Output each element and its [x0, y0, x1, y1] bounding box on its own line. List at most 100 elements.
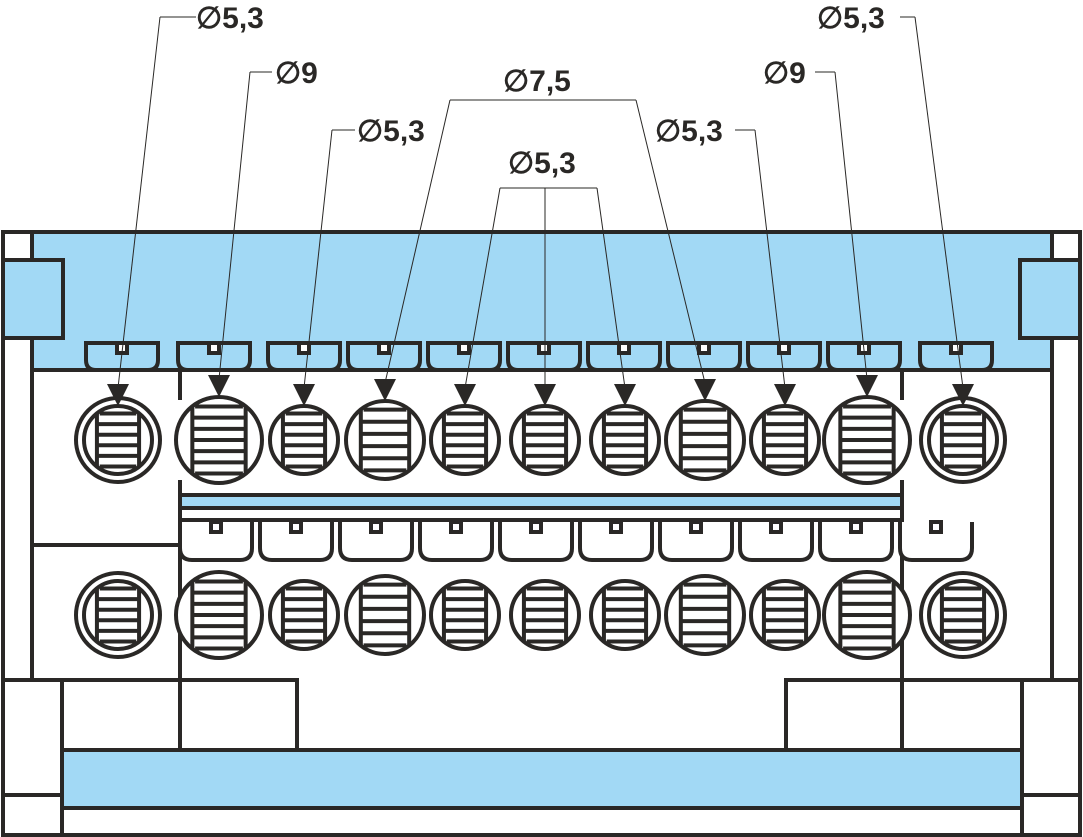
clamp-tab	[426, 341, 502, 372]
clamp-tab	[666, 341, 742, 372]
screw-slot	[949, 341, 963, 355]
arrowhead-icon	[694, 379, 716, 401]
label-diameter: ∅7,5	[503, 65, 571, 98]
leader-line	[303, 129, 333, 389]
clamp-tab	[826, 341, 902, 372]
leader-line	[635, 99, 706, 384]
clamp-tab	[338, 522, 414, 562]
terminal-hole	[927, 404, 999, 476]
arrowhead-icon	[107, 384, 129, 406]
arrowhead-icon	[374, 379, 396, 401]
clamp-tab	[346, 341, 422, 372]
screw-slot	[537, 341, 551, 355]
bottom-blue-rail	[60, 748, 1024, 810]
terminals	[74, 341, 1007, 660]
arrowhead-icon	[534, 384, 556, 406]
leader-lines	[107, 16, 974, 406]
dimension-labels: ∅5,3 ∅9 ∅5,3 ∅7,5 ∅5,3 ∅5,3 ∅9 ∅5,3	[196, 2, 885, 180]
terminal-hole	[82, 404, 154, 476]
leader-line	[596, 187, 626, 389]
left-top-bracket	[1, 258, 65, 340]
clamp-tab	[498, 522, 574, 562]
label-diameter: ∅5,3	[655, 115, 723, 148]
leader-line	[914, 16, 964, 389]
right-top-bracket	[1018, 258, 1082, 340]
clamp-tab	[418, 522, 494, 562]
screw-slot	[449, 520, 463, 534]
label-diameter: ∅9	[275, 57, 318, 90]
terminal-hole	[268, 579, 340, 651]
left-foot	[178, 678, 299, 752]
leader-line	[218, 71, 251, 380]
terminal-hole	[509, 579, 581, 651]
terminal-hole	[344, 399, 426, 481]
terminal-hole	[589, 579, 661, 651]
clamp-tab	[266, 341, 342, 372]
label-diameter: ∅5,3	[196, 2, 264, 35]
screw-slot	[377, 341, 391, 355]
arrowhead-icon	[774, 384, 796, 406]
terminal-wire-guide	[678, 409, 732, 471]
leader-line	[384, 99, 451, 384]
terminal-hole	[429, 404, 501, 476]
clamp-tab	[578, 522, 654, 562]
arrowhead-icon	[952, 384, 974, 406]
terminal-wire-guide	[358, 584, 412, 646]
screw-slot	[849, 520, 863, 534]
screw-slot	[617, 341, 631, 355]
screw-slot	[697, 341, 711, 355]
leader-line	[754, 129, 786, 389]
terminal-hole	[664, 399, 746, 481]
leader-line	[834, 71, 868, 380]
screw-slot	[457, 341, 471, 355]
terminal-hole	[429, 579, 501, 651]
terminal-hole	[664, 574, 746, 656]
clamp-tab	[176, 341, 252, 372]
label-diameter: ∅9	[763, 57, 806, 90]
screw-slot	[369, 520, 383, 534]
clamp-tab	[738, 522, 814, 562]
clamp-tab	[258, 522, 334, 562]
terminal-hole	[749, 579, 821, 651]
arrowhead-icon	[614, 384, 636, 406]
terminal-hole	[509, 404, 581, 476]
label-diameter: ∅5,3	[508, 147, 576, 180]
screw-slot	[289, 520, 303, 534]
label-diameter: ∅5,3	[817, 2, 885, 35]
clamp-tab	[506, 341, 582, 372]
screw-slot	[689, 520, 703, 534]
clamp-tab	[918, 341, 994, 372]
terminal-wire-guide	[678, 584, 732, 646]
arrowhead-icon	[454, 384, 476, 406]
clamp-tab	[746, 341, 822, 372]
screw-slot	[929, 520, 943, 534]
screw-slot	[209, 520, 223, 534]
arrowhead-icon	[293, 384, 315, 406]
screw-slot	[297, 341, 311, 355]
clamp-tab	[178, 522, 254, 562]
terminal-hole	[268, 404, 340, 476]
middle-blue-strip	[178, 493, 904, 510]
screw-slot	[769, 520, 783, 534]
arrowhead-icon	[208, 375, 230, 397]
terminal-hole	[927, 579, 999, 651]
screw-slot	[207, 341, 221, 355]
terminal-hole	[749, 404, 821, 476]
right-foot	[784, 678, 904, 752]
arrowhead-icon	[856, 375, 878, 397]
terminal-wire-guide	[358, 409, 412, 471]
clamp-tab	[658, 522, 734, 562]
left-bottom-clip	[1, 678, 64, 837]
clamp-tab	[818, 522, 894, 562]
terminal-hole	[82, 579, 154, 651]
leader-line	[464, 187, 501, 389]
screw-slot	[529, 520, 543, 534]
screw-slot	[609, 520, 623, 534]
terminal-hole	[589, 404, 661, 476]
leader-line	[117, 16, 161, 389]
clamp-tab	[898, 522, 974, 562]
label-diameter: ∅5,3	[357, 115, 425, 148]
terminal-hole	[344, 574, 426, 656]
right-bottom-clip	[1020, 678, 1082, 837]
